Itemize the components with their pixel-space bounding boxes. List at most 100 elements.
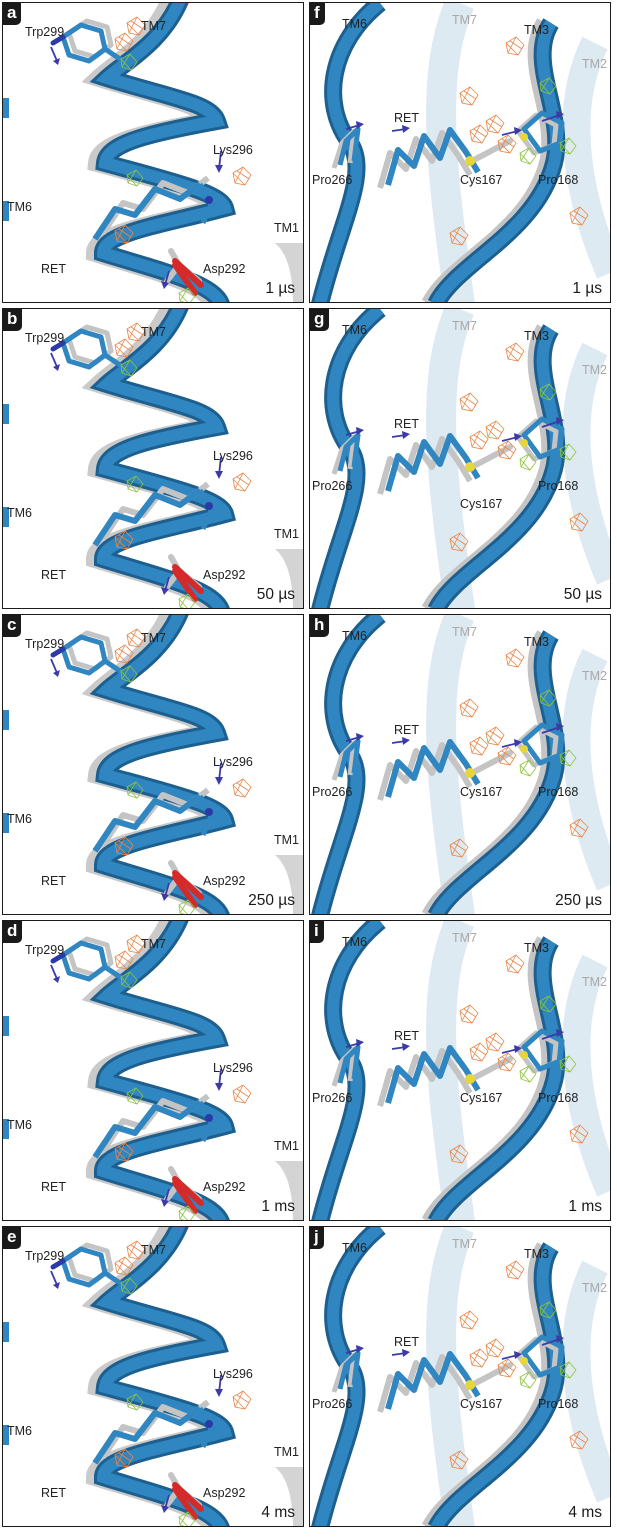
- label-pro168: Pro168: [538, 173, 579, 187]
- label-trp299: Trp299: [25, 25, 65, 39]
- label-tm6: TM6: [7, 506, 32, 520]
- panel-a: a Trp299 TM7 Lys296 TM6 TM1 RET Asp292 1…: [2, 2, 304, 303]
- label-tm6: TM6: [342, 935, 367, 949]
- label-tm6: TM6: [342, 17, 367, 31]
- panel-g: g TM6 TM7 TM3 TM2 RET Pro266 Cys167 Pro1…: [309, 308, 611, 609]
- structure-view: [310, 615, 611, 915]
- label-tm1: TM1: [274, 1445, 299, 1459]
- label-tm7: TM7: [141, 325, 166, 339]
- label-tm6: TM6: [7, 812, 32, 826]
- label-lys296: Lys296: [213, 1367, 253, 1381]
- label-cys167: Cys167: [460, 1397, 503, 1411]
- label-tm7: TM7: [141, 1243, 166, 1257]
- panel-i: i TM6 TM7 TM3 TM2 RET Pro266 Cys167 Pro1…: [309, 920, 611, 1221]
- label-ret: RET: [394, 1029, 419, 1043]
- time-label: 250 µs: [248, 892, 295, 909]
- label-cys167: Cys167: [460, 497, 503, 511]
- label-tm7: TM7: [452, 13, 477, 27]
- panel-letter: e: [3, 1227, 22, 1249]
- panel-letter: h: [310, 615, 330, 637]
- panel-letter: j: [310, 1227, 324, 1249]
- panel-f: f TM6 TM7 TM3 TM2 RET Pro266 Cys167 Pro1…: [309, 2, 611, 303]
- label-tm6: TM6: [7, 1424, 32, 1438]
- time-label: 1 µs: [265, 280, 295, 297]
- label-tm7: TM7: [452, 931, 477, 945]
- label-tm1: TM1: [274, 833, 299, 847]
- label-tm2: TM2: [582, 669, 607, 683]
- time-label: 250 µs: [555, 892, 602, 909]
- structure-view: [3, 309, 304, 609]
- label-pro168: Pro168: [538, 1397, 579, 1411]
- label-pro266: Pro266: [312, 1091, 353, 1105]
- label-tm2: TM2: [582, 1281, 607, 1295]
- label-ret: RET: [394, 417, 419, 431]
- panel-letter: a: [3, 3, 22, 25]
- panel-j: j TM6 TM7 TM3 TM2 RET Pro266 Cys167 Pro1…: [309, 1226, 611, 1527]
- label-pro266: Pro266: [312, 785, 353, 799]
- label-tm7: TM7: [141, 631, 166, 645]
- time-label: 4 ms: [261, 1504, 295, 1521]
- structure-view: [310, 1227, 611, 1527]
- label-tm7: TM7: [452, 1237, 477, 1251]
- label-tm1: TM1: [274, 1139, 299, 1153]
- label-tm2: TM2: [582, 975, 607, 989]
- label-cys167: Cys167: [460, 1091, 503, 1105]
- structure-view: [310, 309, 611, 609]
- time-label: 50 µs: [563, 586, 602, 603]
- label-tm7: TM7: [141, 19, 166, 33]
- label-pro266: Pro266: [312, 479, 353, 493]
- panel-h: h TM6 TM7 TM3 TM2 RET Pro266 Cys167 Pro1…: [309, 614, 611, 915]
- label-tm3: TM3: [524, 635, 549, 649]
- label-tm2: TM2: [582, 363, 607, 377]
- label-ret: RET: [394, 723, 419, 737]
- time-label: 50 µs: [256, 586, 295, 603]
- label-trp299: Trp299: [25, 637, 65, 651]
- time-label: 1 µs: [572, 280, 602, 297]
- label-trp299: Trp299: [25, 331, 65, 345]
- label-lys296: Lys296: [213, 755, 253, 769]
- label-lys296: Lys296: [213, 143, 253, 157]
- label-tm6: TM6: [342, 629, 367, 643]
- label-ret: RET: [394, 1335, 419, 1349]
- panel-letter: i: [310, 921, 324, 943]
- label-ret: RET: [41, 262, 66, 276]
- panel-c: c Trp299 TM7 Lys296 TM6 TM1 RET Asp292 2…: [2, 614, 304, 915]
- panel-b: b Trp299 TM7 Lys296 TM6 TM1 RET Asp292 5…: [2, 308, 304, 609]
- label-pro168: Pro168: [538, 785, 579, 799]
- label-tm2: TM2: [582, 57, 607, 71]
- label-tm1: TM1: [274, 527, 299, 541]
- panel-d: d Trp299 TM7 Lys296 TM6 TM1 RET Asp292 1…: [2, 920, 304, 1221]
- time-label: 4 ms: [568, 1504, 602, 1521]
- panel-letter: d: [3, 921, 23, 943]
- label-tm3: TM3: [524, 1247, 549, 1261]
- label-ret: RET: [394, 111, 419, 125]
- structure-view: [3, 1227, 304, 1527]
- panel-e: e Trp299 TM7 Lys296 TM6 TM1 RET Asp292 4…: [2, 1226, 304, 1527]
- label-asp292: Asp292: [203, 262, 246, 276]
- label-cys167: Cys167: [460, 173, 503, 187]
- panel-letter: c: [3, 615, 22, 637]
- label-cys167: Cys167: [460, 785, 503, 799]
- label-tm3: TM3: [524, 23, 549, 37]
- label-ret: RET: [41, 568, 66, 582]
- label-asp292: Asp292: [203, 874, 246, 888]
- label-tm6: TM6: [7, 200, 32, 214]
- time-label: 1 ms: [568, 1198, 602, 1215]
- label-tm6: TM6: [342, 1241, 367, 1255]
- label-tm7: TM7: [452, 625, 477, 639]
- label-pro266: Pro266: [312, 1397, 353, 1411]
- panel-letter: g: [310, 309, 330, 331]
- panel-letter: b: [3, 309, 23, 331]
- label-tm3: TM3: [524, 329, 549, 343]
- label-asp292: Asp292: [203, 1486, 246, 1500]
- label-lys296: Lys296: [213, 449, 253, 463]
- time-label: 1 ms: [261, 1198, 295, 1215]
- label-ret: RET: [41, 874, 66, 888]
- label-tm7: TM7: [141, 937, 166, 951]
- label-tm7: TM7: [452, 319, 477, 333]
- label-tm6: TM6: [342, 323, 367, 337]
- label-asp292: Asp292: [203, 568, 246, 582]
- panel-letter: f: [310, 3, 325, 25]
- structure-view: [3, 3, 304, 303]
